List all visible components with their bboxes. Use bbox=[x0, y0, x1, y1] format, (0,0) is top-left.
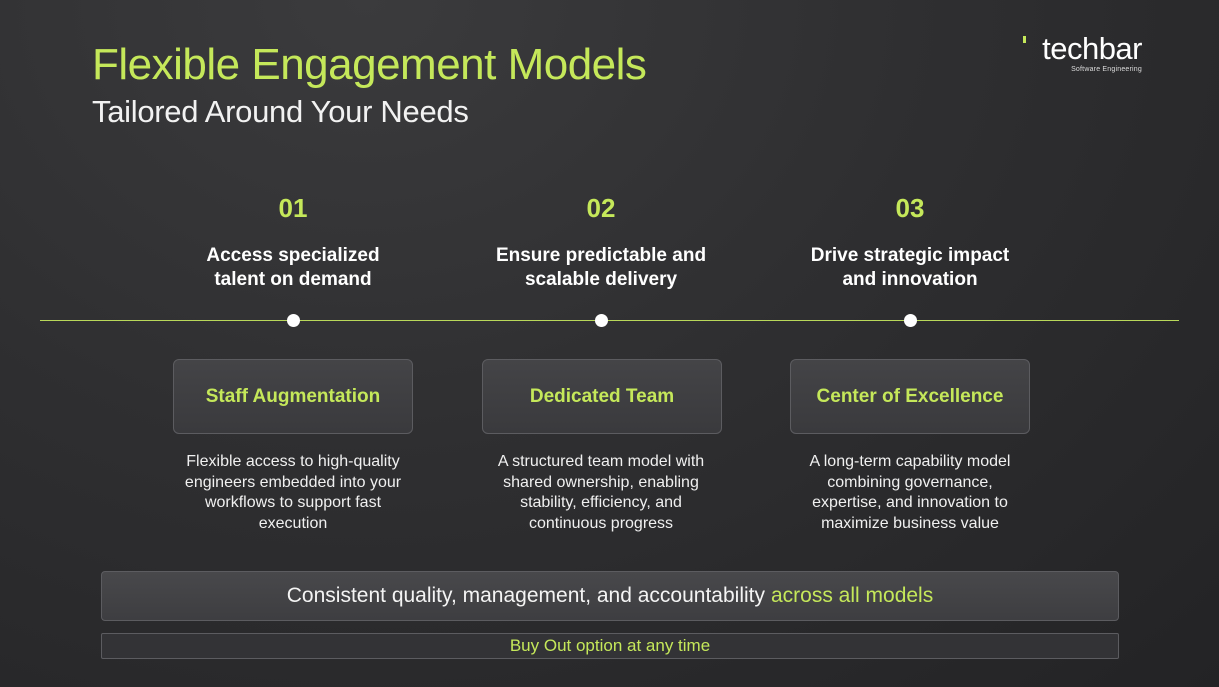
page-title: Flexible Engagement Models bbox=[92, 40, 647, 89]
model-benefit-heading: Access specialized talent on demand bbox=[143, 244, 443, 292]
model-benefit-heading: Drive strategic impact and innovation bbox=[760, 244, 1060, 292]
banner-accent-text: across all models bbox=[771, 584, 934, 607]
timeline-dot bbox=[287, 314, 300, 327]
heading-line: and innovation bbox=[842, 269, 978, 290]
description-line: A long-term capability model bbox=[809, 453, 1011, 470]
logo-word: techbar bbox=[1042, 31, 1142, 66]
model-number: 02 bbox=[586, 193, 616, 223]
description-line: stability, efficiency, and bbox=[520, 494, 682, 511]
model-card-staff-augmentation: Staff Augmentation bbox=[173, 359, 413, 434]
techbar-logo: techbar Software Engineering bbox=[1020, 31, 1143, 73]
description-line: maximize business value bbox=[821, 514, 999, 532]
model-description: A long-term capability model combining g… bbox=[780, 452, 1040, 534]
model-number: 01 bbox=[278, 193, 308, 223]
heading-line: Drive strategic impact bbox=[810, 245, 1010, 266]
description-line: workflows to support fast bbox=[204, 494, 382, 511]
heading-line: scalable delivery bbox=[524, 269, 678, 290]
heading-line: talent on demand bbox=[214, 269, 372, 290]
description-line: continuous progress bbox=[528, 514, 674, 532]
page-subtitle: Tailored Around Your Needs bbox=[92, 94, 469, 129]
consistency-banner: Consistent quality, management, and acco… bbox=[101, 571, 1119, 621]
model-column-3: 03 Drive strategic impact and innovation bbox=[760, 190, 1060, 292]
description-line: execution bbox=[258, 514, 328, 532]
description-line: shared ownership, enabling bbox=[503, 473, 699, 491]
model-card-dedicated-team: Dedicated Team bbox=[482, 359, 722, 434]
description-line: Flexible access to high-quality bbox=[186, 453, 400, 470]
model-number: 03 bbox=[895, 193, 925, 223]
description-line: combining governance, bbox=[827, 473, 993, 491]
buyout-note: Buy Out option at any time bbox=[101, 633, 1119, 659]
heading-line: Ensure predictable and bbox=[495, 245, 707, 266]
model-description: Flexible access to high-quality engineer… bbox=[163, 452, 423, 534]
description-line: A structured team model with bbox=[497, 453, 705, 470]
model-description: A structured team model with shared owne… bbox=[471, 452, 731, 534]
timeline-dot bbox=[595, 314, 608, 327]
model-column-2: 02 Ensure predictable and scalable deliv… bbox=[451, 190, 751, 292]
model-card-center-of-excellence: Center of Excellence bbox=[790, 359, 1030, 434]
timeline-dot bbox=[904, 314, 917, 327]
banner-text: Consistent quality, management, and acco… bbox=[286, 584, 765, 607]
logo-tagline: Software Engineering bbox=[1071, 66, 1142, 73]
model-column-1: 01 Access specialized talent on demand bbox=[143, 190, 443, 292]
logo-accent-mark bbox=[1023, 36, 1026, 43]
description-line: engineers embedded into your bbox=[184, 473, 402, 491]
model-benefit-heading: Ensure predictable and scalable delivery bbox=[451, 244, 751, 292]
heading-line: Access specialized bbox=[206, 245, 380, 266]
timeline-line bbox=[40, 320, 1179, 321]
description-line: expertise, and innovation to bbox=[812, 494, 1008, 511]
